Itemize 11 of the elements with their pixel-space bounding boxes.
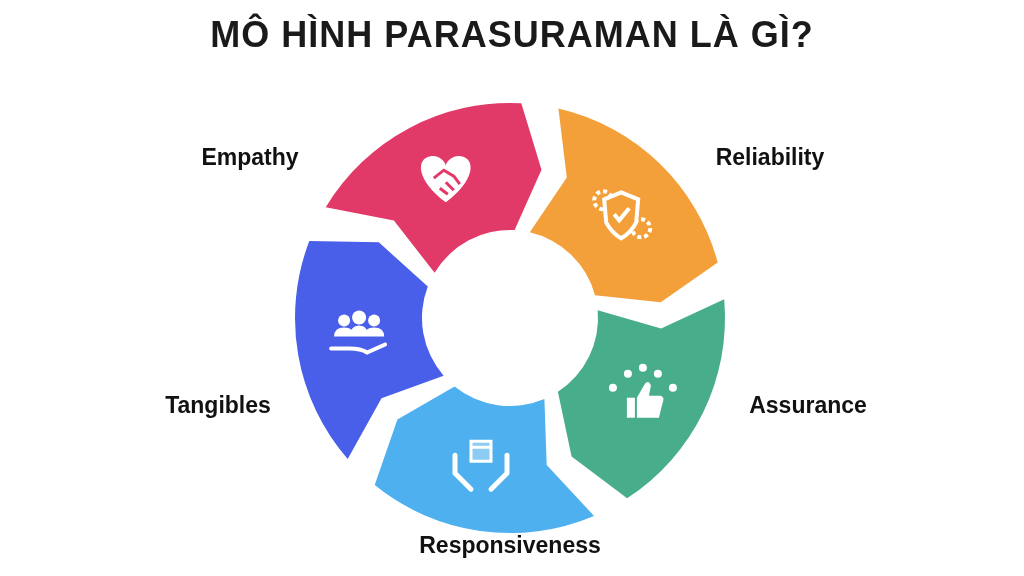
arrow-segment [529, 108, 718, 303]
arrow-segment [325, 103, 542, 273]
segment-label: Responsiveness [419, 531, 601, 559]
arrow-segment [374, 386, 594, 533]
segment-label: Tangibles [165, 391, 271, 419]
arrow-segment [557, 299, 725, 499]
arrow-segment [295, 241, 444, 460]
segment-label: Empathy [201, 143, 299, 171]
segment-label: Reliability [715, 143, 825, 171]
segment-label: Assurance [749, 391, 867, 419]
title: MÔ HÌNH PARASURAMAN LÀ GÌ? [209, 14, 815, 56]
